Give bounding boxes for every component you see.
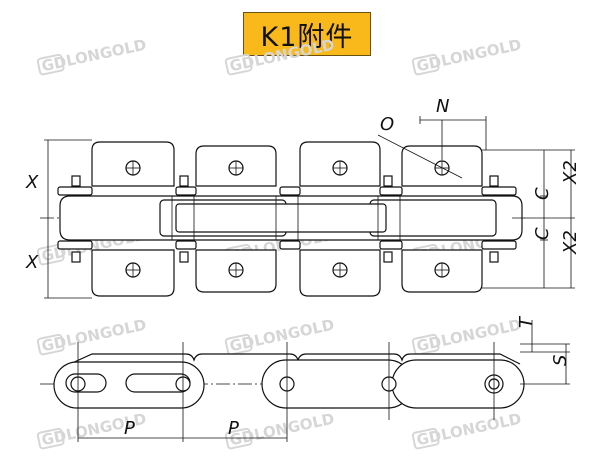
dim-t: T [516, 315, 537, 328]
attachment-hole [125, 262, 141, 278]
svg-text:GD: GD [228, 333, 256, 356]
attachment-hole [125, 160, 141, 176]
watermark: GD LONGOLD [224, 316, 336, 356]
dim-p-left: P [124, 418, 135, 439]
watermark: GD LONGOLD [411, 316, 523, 356]
svg-text:LONGOLD: LONGOLD [439, 36, 522, 71]
pin-head-lower [279, 240, 301, 250]
watermark: GD LONGOLD [36, 316, 148, 356]
svg-text:GD: GD [415, 53, 443, 76]
svg-text:GD: GD [228, 53, 256, 76]
pin-head-upper [279, 186, 301, 196]
top-view: X X O N C C X2 X2 [25, 96, 581, 299]
pin-head-lower [379, 240, 403, 250]
attachment-hole [228, 160, 244, 176]
dim-p: P P [78, 418, 287, 439]
pin-end [383, 251, 393, 263]
dim-x-lower: X [25, 252, 39, 273]
watermark: GD LONGOLD [224, 410, 336, 450]
attachment-hole [332, 160, 348, 176]
svg-text:GD: GD [40, 333, 68, 356]
attachment-hole [332, 262, 348, 278]
dim-x-upper: X [25, 172, 39, 193]
pin-end [71, 251, 81, 263]
dim-x-left: X X [25, 139, 92, 299]
watermark: GD LONGOLD [224, 36, 336, 76]
watermark: GD LONGOLD [411, 410, 523, 450]
pin-end [71, 175, 81, 187]
svg-text:LONGOLD: LONGOLD [64, 410, 147, 445]
watermark: GD LONGOLD [411, 36, 523, 76]
title-badge: K1附件 [243, 12, 371, 56]
pin-end [383, 175, 393, 187]
side-view: P P T S [40, 315, 571, 442]
pin-head-lower [57, 240, 93, 250]
pin-head-upper [481, 186, 517, 196]
pin-end [489, 251, 499, 263]
svg-text:LONGOLD: LONGOLD [64, 36, 147, 71]
svg-text:LONGOLD: LONGOLD [252, 410, 335, 445]
outer-link-center [175, 203, 387, 233]
svg-text:LONGOLD: LONGOLD [252, 316, 335, 351]
outer-link-side-2 [391, 359, 525, 409]
pin-head-upper [175, 186, 197, 196]
pin-head-lower [481, 240, 517, 250]
pin-end [489, 175, 499, 187]
dim-x2-upper: X2 [560, 160, 581, 185]
svg-text:LONGOLD: LONGOLD [439, 410, 522, 445]
title-text: K1附件 [260, 21, 354, 53]
svg-text:GD: GD [40, 427, 68, 450]
dim-o-n: O N [377, 96, 487, 179]
pin-end [179, 175, 189, 187]
pin-head-lower [175, 240, 197, 250]
watermark: GD LONGOLD [36, 36, 148, 76]
svg-text:LONGOLD: LONGOLD [439, 316, 522, 351]
dim-right: C C X2 X2 [482, 149, 581, 289]
svg-text:GD: GD [415, 427, 443, 450]
dim-n: N [436, 96, 449, 117]
attachment-hole [434, 262, 450, 278]
dim-p-right: P [228, 418, 239, 439]
inner-link-2 [369, 199, 497, 237]
dim-c-lower: C [532, 227, 553, 240]
pin-end [179, 251, 189, 263]
svg-text:GD: GD [40, 53, 68, 76]
pin-head-upper [57, 186, 93, 196]
dim-t-s: T S [516, 315, 571, 385]
dim-o: O [380, 114, 394, 135]
svg-text:LONGOLD: LONGOLD [252, 36, 335, 71]
attachment-hole [228, 262, 244, 278]
svg-text:LONGOLD: LONGOLD [64, 316, 147, 351]
dim-c-upper: C [532, 187, 553, 200]
dim-s: S [550, 355, 571, 366]
dim-x2-lower: X2 [560, 230, 581, 255]
pin-head-upper [379, 186, 403, 196]
svg-text:GD: GD [415, 333, 443, 356]
